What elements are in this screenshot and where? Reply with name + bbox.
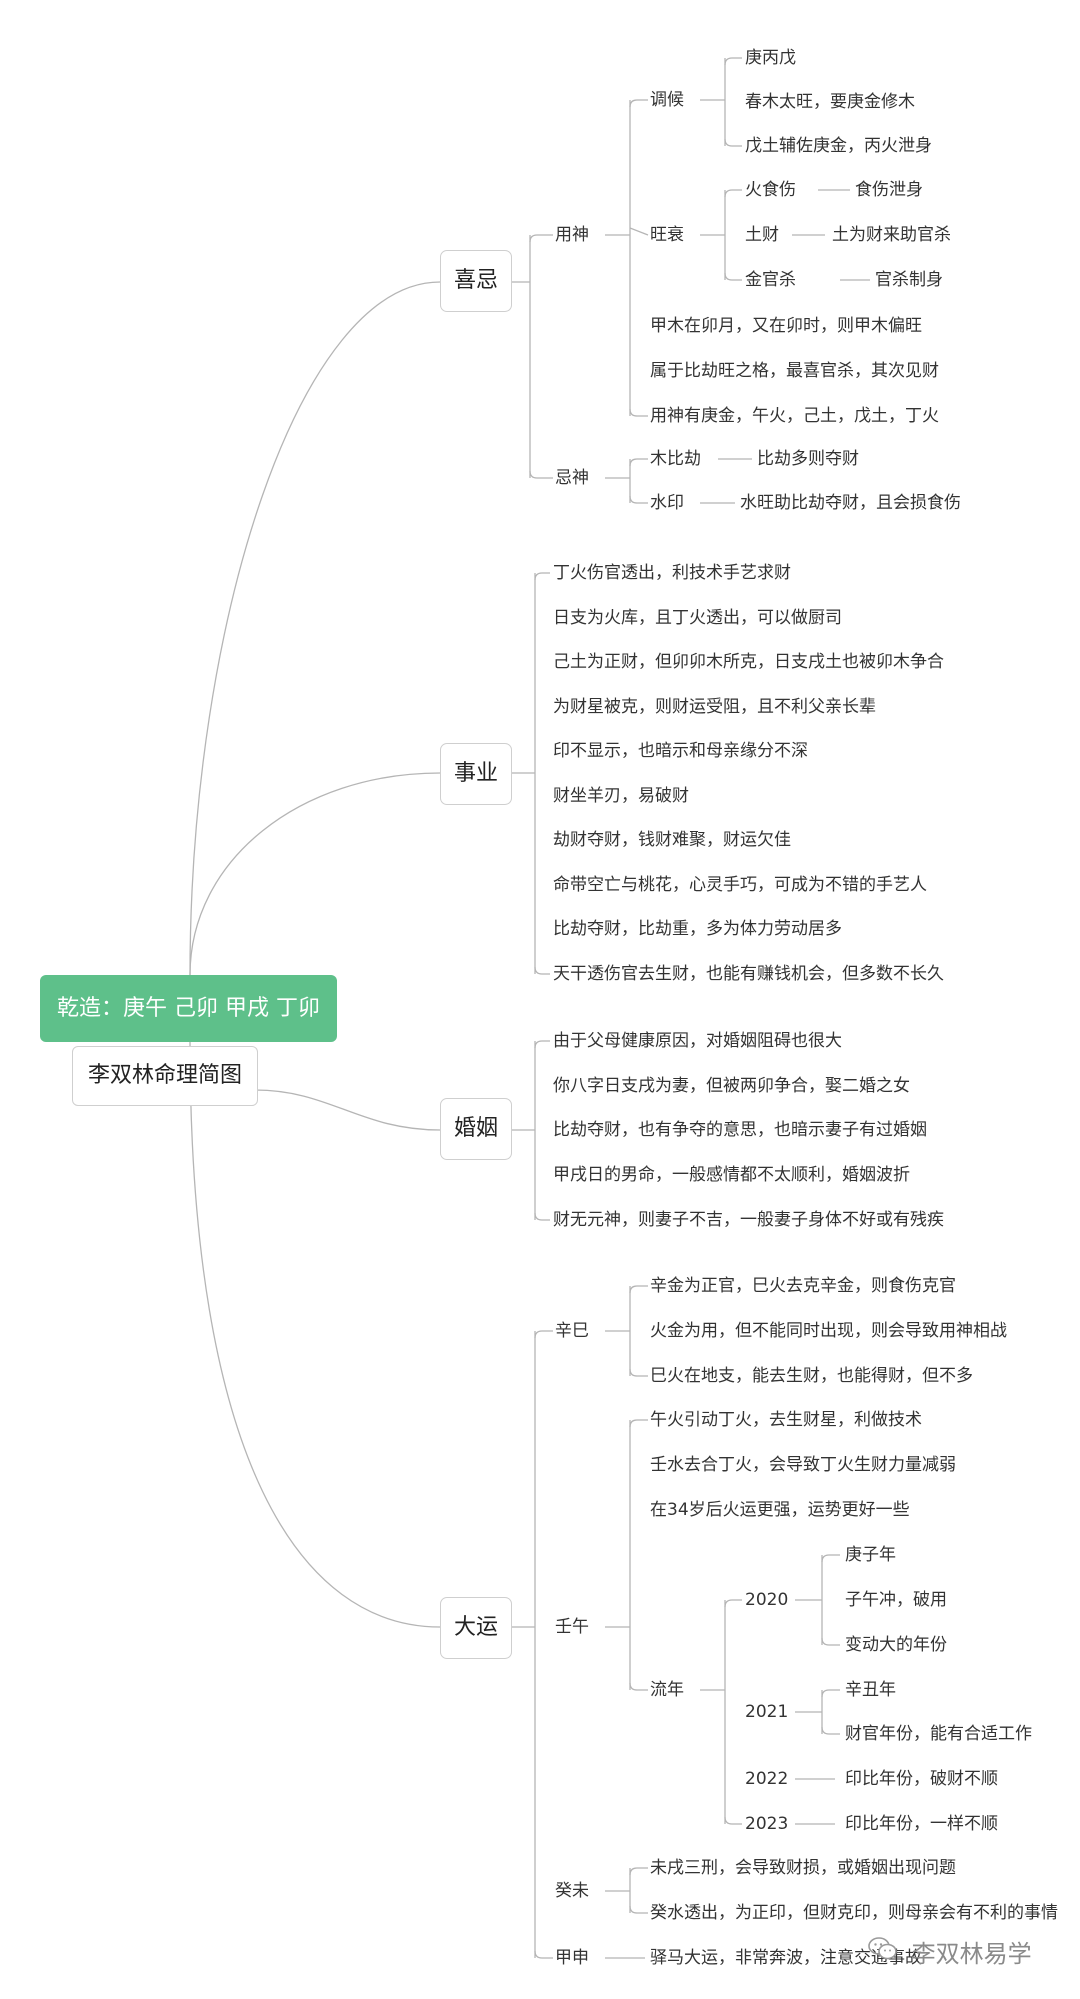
node-jiashen: 甲申 <box>555 1948 589 1968</box>
shiye-item: 命带空亡与桃花，心灵手巧，可成为不错的手艺人 <box>553 875 927 895</box>
shiye-item: 印不显示，也暗示和母亲缘分不深 <box>553 741 808 761</box>
yongshen-note: 甲木在卯月，又在卯时，则甲木偏旺 <box>650 316 922 336</box>
wechat-icon <box>868 1936 898 1968</box>
year-2020: 2020 <box>745 1590 789 1610</box>
node-wangshuai: 旺衰 <box>650 225 684 245</box>
guiwei-item: 癸水透出，为正印，但财克印，则母亲会有不利的事情 <box>650 1903 1058 1923</box>
node-xinsi: 辛巳 <box>555 1321 589 1341</box>
shiye-item: 为财星被克，则财运受阻，且不利父亲长辈 <box>553 697 876 717</box>
wangshuai-item: 土财 <box>745 225 779 245</box>
tiaohou-item: 春木太旺，要庚金修木 <box>745 92 915 112</box>
hunyin-item: 比劫夺财，也有争夺的意思，也暗示妻子有过婚姻 <box>553 1120 927 1140</box>
wangshuai-note: 官杀制身 <box>875 270 943 290</box>
year-2021-item: 辛丑年 <box>845 1680 896 1700</box>
wuwu-item: 在34岁后火运更强，运势更好一些 <box>650 1500 910 1520</box>
branch-shiye: 事业 <box>440 743 512 805</box>
year-2023: 2023 <box>745 1814 789 1834</box>
hunyin-item: 你八字日支戌为妻，但被两卯争合，娶二婚之女 <box>553 1076 910 1096</box>
node-liunian: 流年 <box>650 1680 684 1700</box>
year-2020-item: 子午冲，破用 <box>845 1590 947 1610</box>
shiye-item: 劫财夺财，钱财难聚，财运欠佳 <box>553 830 791 850</box>
hunyin-item: 由于父母健康原因，对婚姻阻碍也很大 <box>553 1031 842 1051</box>
year-2020-item: 变动大的年份 <box>845 1635 947 1655</box>
wuwu-item: 午火引动丁火，去生财星，利做技术 <box>650 1410 922 1430</box>
jiashen-item: 驿马大运，非常奔波，注意交通事故 <box>650 1948 922 1968</box>
jishen-item: 水印 <box>650 493 684 513</box>
guiwei-item: 未戌三刑，会导致财损，或婚姻出现问题 <box>650 1858 956 1878</box>
shiye-item: 丁火伤官透出，利技术手艺求财 <box>553 563 791 583</box>
yongshen-note: 属于比劫旺之格，最喜官杀，其次见财 <box>650 361 939 381</box>
xinsi-item: 辛金为正官，巳火去克辛金，则食伤克官 <box>650 1276 956 1296</box>
branch-hunyin: 婚姻 <box>440 1098 512 1160</box>
wangshuai-note: 食伤泄身 <box>855 180 923 200</box>
jishen-note: 比劫多则夺财 <box>757 449 859 469</box>
year-2020-item: 庚子年 <box>845 1545 896 1565</box>
xinsi-item: 火金为用，但不能同时出现，则会导致用神相战 <box>650 1321 1007 1341</box>
hunyin-item: 财无元神，则妻子不吉，一般妻子身体不好或有残疾 <box>553 1210 944 1230</box>
node-tiaohou: 调候 <box>650 90 684 110</box>
node-guiwei: 癸未 <box>555 1881 589 1901</box>
wangshuai-item: 火食伤 <box>745 180 796 200</box>
shiye-item: 财坐羊刃，易破财 <box>553 786 689 806</box>
branch-xiji: 喜忌 <box>440 250 512 312</box>
year-2021: 2021 <box>745 1702 789 1722</box>
shiye-item: 日支为火库，且丁火透出，可以做厨司 <box>553 608 842 628</box>
year-2021-item: 财官年份，能有合适工作 <box>845 1724 1032 1744</box>
tiaohou-item: 庚丙戊 <box>745 48 796 68</box>
year-2022-item: 印比年份，破财不顺 <box>845 1769 998 1789</box>
hunyin-item: 甲戌日的男命，一般感情都不太顺利，婚姻波折 <box>553 1165 910 1185</box>
wangshuai-item: 金官杀 <box>745 270 796 290</box>
node-yongshen: 用神 <box>555 225 589 245</box>
yongshen-note: 用神有庚金，午火，己土，戊土，丁火 <box>650 406 939 426</box>
year-2022: 2022 <box>745 1769 789 1789</box>
chart-title: 乾造：庚午 己卯 甲戌 丁卯 <box>40 975 337 1042</box>
shiye-item: 己土为正财，但卯卯木所克，日支戌土也被卯木争合 <box>553 652 944 672</box>
root-node: 李双林命理简图 <box>72 1046 258 1106</box>
year-2023-item: 印比年份，一样不顺 <box>845 1814 998 1834</box>
shiye-item: 比劫夺财，比劫重，多为体力劳动居多 <box>553 919 842 939</box>
wangshuai-note: 土为财来助官杀 <box>832 225 951 245</box>
node-jishen: 忌神 <box>555 468 589 488</box>
node-wuwu: 壬午 <box>555 1617 589 1637</box>
xinsi-item: 巳火在地支，能去生财，也能得财，但不多 <box>650 1366 973 1386</box>
jishen-item: 木比劫 <box>650 449 701 469</box>
branch-dayun: 大运 <box>440 1597 512 1659</box>
jishen-note: 水旺助比劫夺财，且会损食伤 <box>740 493 961 513</box>
tiaohou-item: 戊土辅佐庚金，丙火泄身 <box>745 136 932 156</box>
wuwu-item: 壬水去合丁火，会导致丁火生财力量减弱 <box>650 1455 956 1475</box>
watermark: 李双林易学 <box>868 1934 1032 1968</box>
watermark-text: 李双林易学 <box>911 1940 1032 1968</box>
shiye-item: 天干透伤官去生财，也能有赚钱机会，但多数不长久 <box>553 964 944 984</box>
